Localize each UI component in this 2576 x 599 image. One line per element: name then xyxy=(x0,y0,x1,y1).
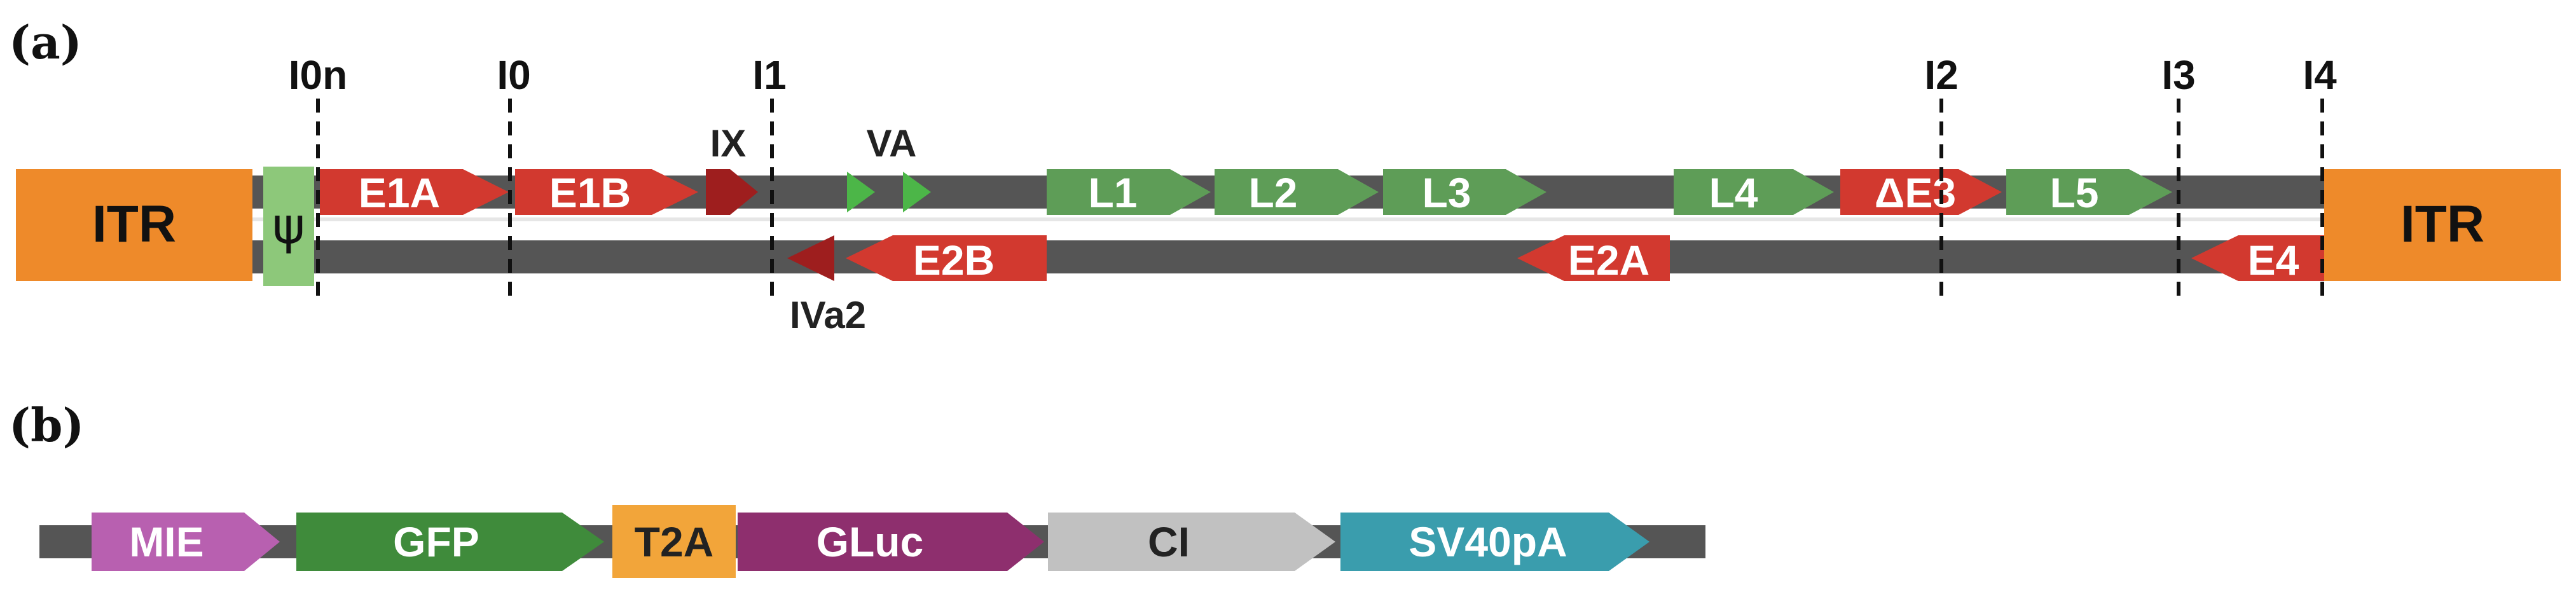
panel-a-label: (a) xyxy=(9,15,82,69)
itr-left-block xyxy=(16,169,252,281)
gene-l3-arrow xyxy=(1383,169,1546,215)
gene-l3-label: L3 xyxy=(1422,169,1471,216)
site-label-i4: I4 xyxy=(2303,52,2337,98)
gene-e1b-label: E1B xyxy=(549,169,631,216)
site-label-i1: I1 xyxy=(752,52,786,98)
gene-l5-arrow xyxy=(2006,169,2172,215)
gene-ix-arrow xyxy=(706,169,758,215)
psi-packaging-block xyxy=(263,167,314,286)
va-rna-arrow-1 xyxy=(847,172,875,212)
site-lines xyxy=(316,99,2324,299)
gene-l1-label: L1 xyxy=(1088,169,1137,216)
itr-right-label: ITR xyxy=(2400,195,2484,253)
gene-l2-arrow xyxy=(1215,169,1379,215)
cassette-ci-arrow xyxy=(1048,513,1335,571)
cassette-t2a-block xyxy=(612,505,736,578)
gene-l2-label: L2 xyxy=(1248,169,1297,216)
cassette-gfp-label: GFP xyxy=(393,518,479,565)
gene-e2b-label: E2B xyxy=(913,237,995,284)
gene-delta-e3-arrow xyxy=(1840,169,2002,215)
gene-e1a-label: E1A xyxy=(359,169,440,216)
cassette-mie-arrow xyxy=(92,513,280,571)
panel-b-label: (b) xyxy=(9,398,84,452)
gene-e1b-arrow xyxy=(515,169,698,215)
site-label-i0: I0 xyxy=(497,52,530,98)
gene-l4-label: L4 xyxy=(1709,169,1758,216)
site-label-i2: I2 xyxy=(1924,52,1958,98)
gene-e2b-arrow xyxy=(846,235,1047,281)
itr-right-block xyxy=(2324,169,2561,281)
gene-va-label: VA xyxy=(867,122,917,165)
gene-e4-arrow xyxy=(2191,235,2324,281)
cassette-t2a-label: T2A xyxy=(635,518,714,565)
gene-e1a-arrow xyxy=(320,169,509,215)
bottom-strand-backbone xyxy=(95,240,2346,273)
gene-l5-label: L5 xyxy=(2049,169,2098,216)
site-label-i3: I3 xyxy=(2161,52,2195,98)
cassette-gluc-label: GLuc xyxy=(816,518,924,565)
gene-ix-label: IX xyxy=(710,122,747,165)
cassette-ci-label: CI xyxy=(1148,518,1190,565)
site-label-i0n: I0n xyxy=(289,52,347,98)
cassette-sv40pa-arrow xyxy=(1340,513,1650,571)
cassette-sv40pa-label: SV40pA xyxy=(1409,518,1567,565)
gene-iva2-label: IVa2 xyxy=(790,294,866,336)
gene-iva2-arrow xyxy=(787,235,834,281)
gene-l4-arrow xyxy=(1674,169,1834,215)
gene-e4-label: E4 xyxy=(2248,237,2299,284)
va-rna-arrow-2 xyxy=(903,172,931,212)
gene-e2a-label: E2A xyxy=(1568,237,1650,284)
gene-e2a-arrow xyxy=(1517,235,1670,281)
gene-delta-e3-label: ΔE3 xyxy=(1875,169,1956,216)
strand-gap xyxy=(95,217,2346,221)
psi-label: ψ xyxy=(272,198,305,255)
cassette-gluc-arrow xyxy=(738,513,1044,571)
cassette-gfp-arrow xyxy=(296,513,604,571)
cassette-mie-label: MIE xyxy=(129,518,203,565)
gene-l1-arrow xyxy=(1047,169,1211,215)
itr-left-label: ITR xyxy=(92,195,176,253)
